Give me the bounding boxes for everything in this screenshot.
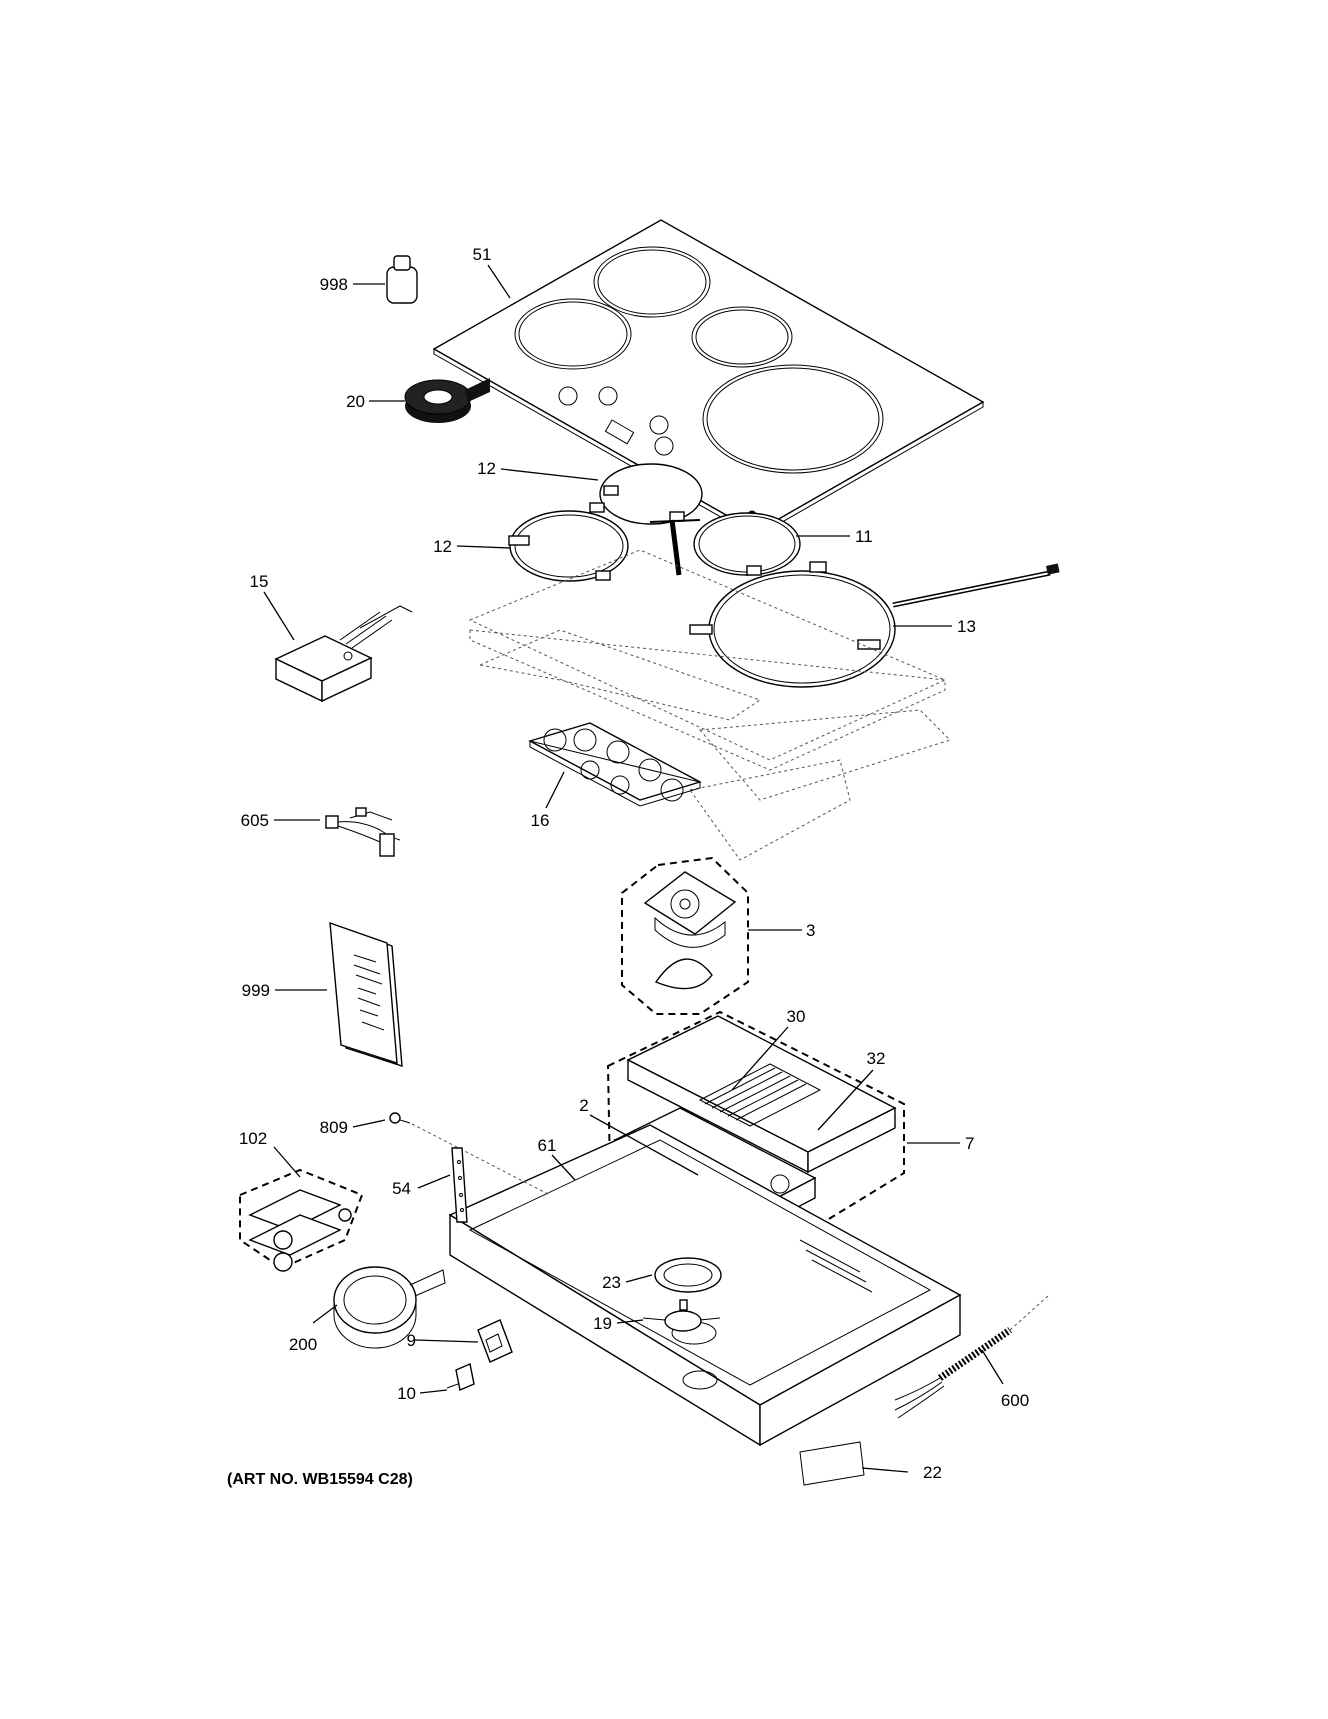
coil-burner-right-small-part[interactable] [693, 512, 801, 576]
callout-23: 23 [602, 1273, 621, 1292]
leader-lines [263, 264, 1004, 1473]
callout-10: 10 [397, 1384, 416, 1403]
clip-part[interactable] [446, 1363, 475, 1391]
screw-part[interactable] [389, 1112, 551, 1196]
coil-burner-large-part[interactable] [689, 561, 1060, 688]
burner-connector-bar [649, 519, 701, 576]
callout-22: 22 [923, 1463, 942, 1482]
silicone-bottle-part[interactable] [386, 255, 418, 304]
callout-19: 19 [593, 1314, 612, 1333]
coil-burner-left-part[interactable] [508, 502, 629, 582]
callout-600: 600 [1001, 1391, 1029, 1410]
callout-102: 102 [239, 1129, 267, 1148]
foam-tape-roll-part[interactable] [333, 1266, 446, 1349]
leveling-foot-part[interactable] [477, 1319, 513, 1363]
callout-999: 999 [242, 981, 270, 1000]
callout-54: 54 [392, 1179, 411, 1198]
callout-13: 13 [957, 617, 976, 636]
callout-2: 2 [579, 1096, 588, 1115]
fan-assembly-group[interactable] [621, 856, 749, 1015]
callout-20: 20 [346, 392, 365, 411]
gasket-ring-part[interactable] [654, 1257, 722, 1293]
mounting-bracket-part[interactable] [451, 1147, 468, 1223]
callout-3: 3 [806, 921, 815, 940]
callout-12-left: 12 [433, 537, 452, 556]
induction-control-box-part[interactable] [274, 605, 413, 703]
callout-30: 30 [787, 1007, 806, 1026]
callout-998: 998 [320, 275, 348, 294]
callout-809: 809 [320, 1118, 348, 1137]
label-sheet-part[interactable] [799, 1441, 865, 1486]
callout-200: 200 [289, 1335, 317, 1354]
callout-16: 16 [531, 811, 550, 830]
fan-blade-part[interactable] [642, 1299, 721, 1332]
callout-11: 11 [855, 527, 873, 546]
callout-12-rear: 12 [477, 459, 496, 478]
power-cord-part[interactable] [894, 1295, 1049, 1419]
callout-32: 32 [867, 1049, 886, 1068]
callout-15: 15 [250, 572, 269, 591]
art-number-caption: (ART NO. WB15594 C28) [227, 1471, 413, 1488]
glass-cooktop-part[interactable] [432, 219, 985, 538]
callout-7: 7 [965, 1134, 974, 1153]
clamp-kit-group[interactable] [239, 1168, 364, 1272]
wire-harness-part[interactable] [325, 807, 401, 857]
control-board-part[interactable] [528, 722, 702, 807]
support-panels-ghost [468, 549, 951, 861]
callout-labels: 998 51 20 12 12 11 15 13 605 16 3 999 30… [239, 245, 1029, 1482]
owner-manual-part[interactable] [329, 921, 403, 1067]
callout-605: 605 [241, 811, 269, 830]
callout-51: 51 [473, 245, 492, 264]
callout-61: 61 [538, 1136, 557, 1155]
coil-burner-rear-part[interactable] [599, 463, 703, 525]
callout-9: 9 [407, 1331, 416, 1350]
tape-roll-part[interactable] [404, 378, 490, 423]
